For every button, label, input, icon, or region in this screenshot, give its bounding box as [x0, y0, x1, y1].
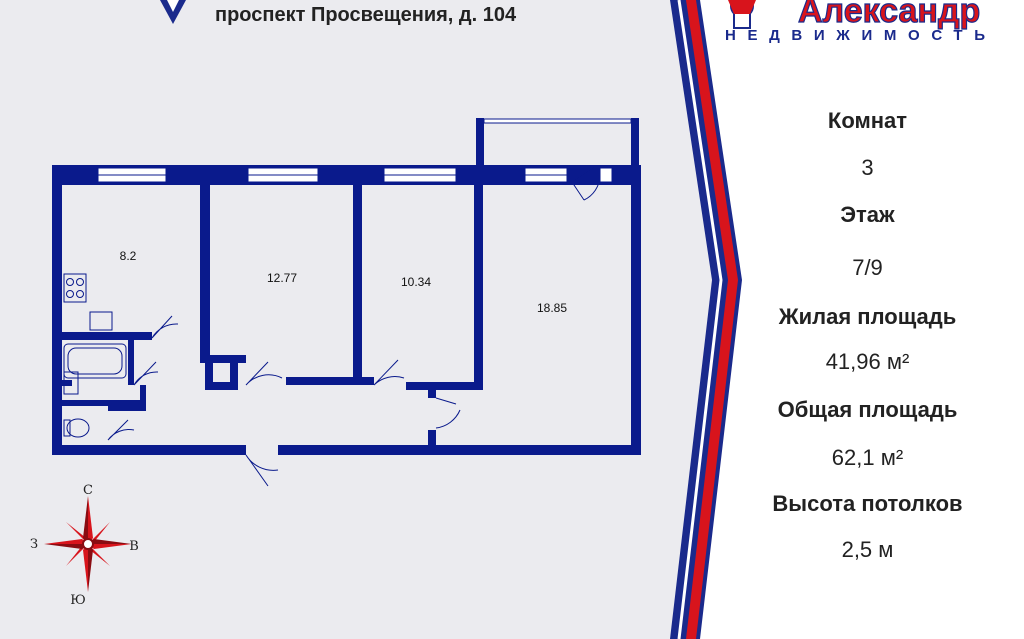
toilet-icon — [66, 418, 90, 438]
kitchen-sink-icon — [89, 311, 113, 331]
location-pin-icon — [160, 0, 186, 24]
total-area-label: Общая площадь — [777, 397, 958, 422]
washbasin-icon — [63, 371, 79, 395]
living-area-value: 41,96 м² — [825, 349, 910, 374]
stove-icon — [63, 273, 87, 303]
compass-north: С — [83, 483, 93, 498]
logo-mascot-icon — [728, 0, 756, 29]
compass-south: Ю — [70, 593, 86, 608]
logo-brand-text: Александр — [798, 0, 980, 30]
rooms-label: Комнат — [827, 108, 908, 133]
ceiling-height-label: Высота потолков — [772, 491, 963, 516]
compass-east: В — [129, 539, 139, 554]
compass-west: З — [30, 537, 38, 552]
address-title: проспект Просвещения, д. 104 — [215, 4, 517, 26]
plan-fixtures — [63, 273, 127, 438]
room-area-kitchen: 8.2 — [120, 249, 137, 263]
total-area-value: 62,1 м² — [831, 445, 904, 470]
rooms-value: 3 — [861, 155, 874, 180]
floor-label: Этаж — [840, 202, 895, 227]
living-area-label: Жилая площадь — [778, 304, 957, 329]
room-area-living-room: 18.85 — [537, 301, 567, 315]
company-logo: Александр НЕДВИЖИМОСТЬ — [725, 0, 985, 44]
room-area-bedroom-1: 12.77 — [267, 271, 297, 285]
bathtub-icon — [63, 343, 127, 379]
floor-value: 7/9 — [852, 255, 883, 280]
ceiling-height-value: 2,5 м — [841, 537, 894, 562]
room-area-bedroom-2: 10.34 — [401, 275, 431, 289]
plan-doors — [107, 165, 601, 487]
compass-rose-icon: С Ю В З — [30, 483, 139, 608]
plan-walls — [52, 118, 641, 455]
